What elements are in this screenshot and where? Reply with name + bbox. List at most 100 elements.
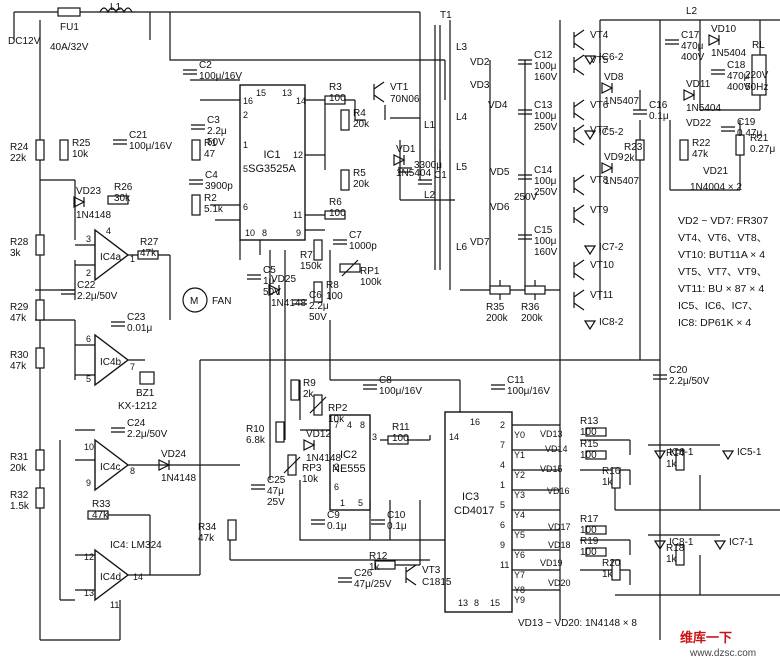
bridge-vd6: VD6 — [490, 202, 510, 213]
legend-line: VT10: BUT11A × 4 — [678, 249, 765, 261]
ic4b-pin: 6 — [86, 334, 91, 344]
ic2-block: IC2 NE555 7 4 8 3 2 6 1 5 — [329, 414, 377, 511]
resistor-ref: R13 — [580, 416, 599, 427]
capacitor-voltage: 250V — [534, 187, 558, 198]
pot-value: 10k — [302, 474, 319, 485]
resistor-ref: R32 — [10, 490, 29, 501]
resistor-value: 5.1k — [204, 204, 224, 215]
ic1-pin: 13 — [282, 88, 292, 98]
resistor-ref: R24 — [10, 142, 29, 153]
inductor-l5: L5 — [456, 162, 468, 173]
resistor-value: 100 — [329, 93, 346, 104]
capacitor-ref: C15 — [534, 225, 553, 236]
capacitor-voltage: 50V — [263, 287, 281, 298]
led-diode-ref: VD16 — [547, 486, 570, 496]
vd22-21-part: 1N4004 × 2 — [690, 182, 742, 193]
buzzer-part: KX-1212 — [118, 401, 157, 412]
transistor-vt4: VT4 — [573, 29, 609, 51]
led-diode-vd17: VD17 — [548, 522, 571, 532]
transistor-ref: VT6 — [590, 100, 609, 111]
capacitor-value: 470μ — [681, 41, 704, 52]
bridge-diode-ref: VD5 — [490, 167, 510, 178]
resistor-group: R147R25.1kR3100R420kR520kR6100R7150kR810… — [10, 82, 775, 581]
capacitor-ref: C12 — [534, 50, 553, 61]
capacitor-value: 2.2μ/50V — [669, 376, 710, 387]
diode-ref: VD8 — [604, 72, 624, 83]
pot-ref: RP3 — [302, 463, 322, 474]
resistor-value: 100 — [580, 450, 597, 461]
resistor-value: 100 — [326, 291, 343, 302]
ic3-out: Y6 — [514, 550, 525, 560]
supply-label: DC12V — [8, 36, 41, 47]
ic2-pin: 8 — [360, 420, 365, 430]
ic3-pin: 14 — [449, 432, 459, 442]
ic1-part: SG3525A — [248, 163, 296, 175]
capacitor-value: 0.01μ — [127, 323, 152, 334]
resistor-ref: R9 — [303, 378, 316, 389]
capacitor-c9: C90.1μ — [311, 510, 347, 532]
ic4c: IC4c 10 9 8 — [84, 438, 135, 492]
diode-value: 1N4148 — [76, 210, 111, 221]
ic3-out: Y9 — [514, 595, 525, 605]
ic3-pin: 7 — [500, 440, 505, 450]
capacitor-ref: C22 — [77, 280, 96, 291]
ic3-ref: IC3 — [462, 491, 479, 503]
resistor-ref: R14 — [666, 448, 685, 459]
capacitor-ref: C1 — [434, 170, 447, 181]
resistor-ref: R27 — [140, 237, 159, 248]
ic2-ref: IC2 — [340, 449, 357, 461]
ic4-part-label: IC4: LM324 — [110, 540, 162, 551]
capacitor-voltage: 50V — [309, 312, 327, 323]
resistor-value: 3k — [10, 248, 22, 259]
ic4b-ref: IC4b — [100, 357, 122, 368]
supply-block: DC12V FU1 40A/32V L1 — [8, 2, 133, 53]
resistor-value: 47 — [204, 149, 216, 160]
resistor-ref: R11 — [392, 422, 410, 433]
capacitor-value: 2.2μ — [207, 126, 227, 137]
opto-ic8-2: IC8-2 — [583, 317, 624, 331]
resistor-ref: R26 — [114, 182, 133, 193]
ic4b-pin: 5 — [86, 374, 91, 384]
capacitor-value: 100μ — [534, 111, 557, 122]
led-diode-ref: VD15 — [540, 464, 563, 474]
diode-ref: VD12 — [306, 429, 331, 440]
buzzer-ref: BZ1 — [136, 388, 155, 399]
capacitor-value: 2.2μ — [309, 301, 329, 312]
capacitor-ref: C4 — [205, 170, 218, 181]
resistor-value: 1k — [602, 569, 614, 580]
ic3-pin: 8 — [474, 598, 479, 608]
ic3-out: Y7 — [514, 570, 525, 580]
transistor-ref: VT4 — [590, 30, 609, 41]
capacitor-ref: C10 — [387, 510, 406, 521]
capacitor-ref: C13 — [534, 100, 553, 111]
resistor-value: 2k — [303, 389, 315, 400]
ic3-out: Y8 — [514, 585, 525, 595]
opto-ic6-2: IC6-2 — [583, 52, 624, 66]
legend-line: VD2 ~ VD7: FR307 — [678, 215, 768, 227]
ic3-out: Y3 — [514, 490, 525, 500]
opto-ic5-1: IC5-1 — [721, 447, 762, 461]
diode-ref: VD25 — [271, 274, 296, 285]
capacitor-ref: C19 — [737, 117, 756, 128]
legend-line: VT11: BU × 87 × 4 — [678, 283, 764, 295]
ic2-pin: 3 — [372, 432, 377, 442]
resistor-value: 1k — [369, 562, 381, 573]
watermark-logo: 维库一下 — [680, 630, 732, 645]
resistor-value: 30k — [114, 193, 131, 204]
transformer-t1: T1 — [434, 10, 452, 270]
capacitor-ref: C23 — [127, 312, 146, 323]
resistor-ref: R35 — [486, 302, 505, 313]
